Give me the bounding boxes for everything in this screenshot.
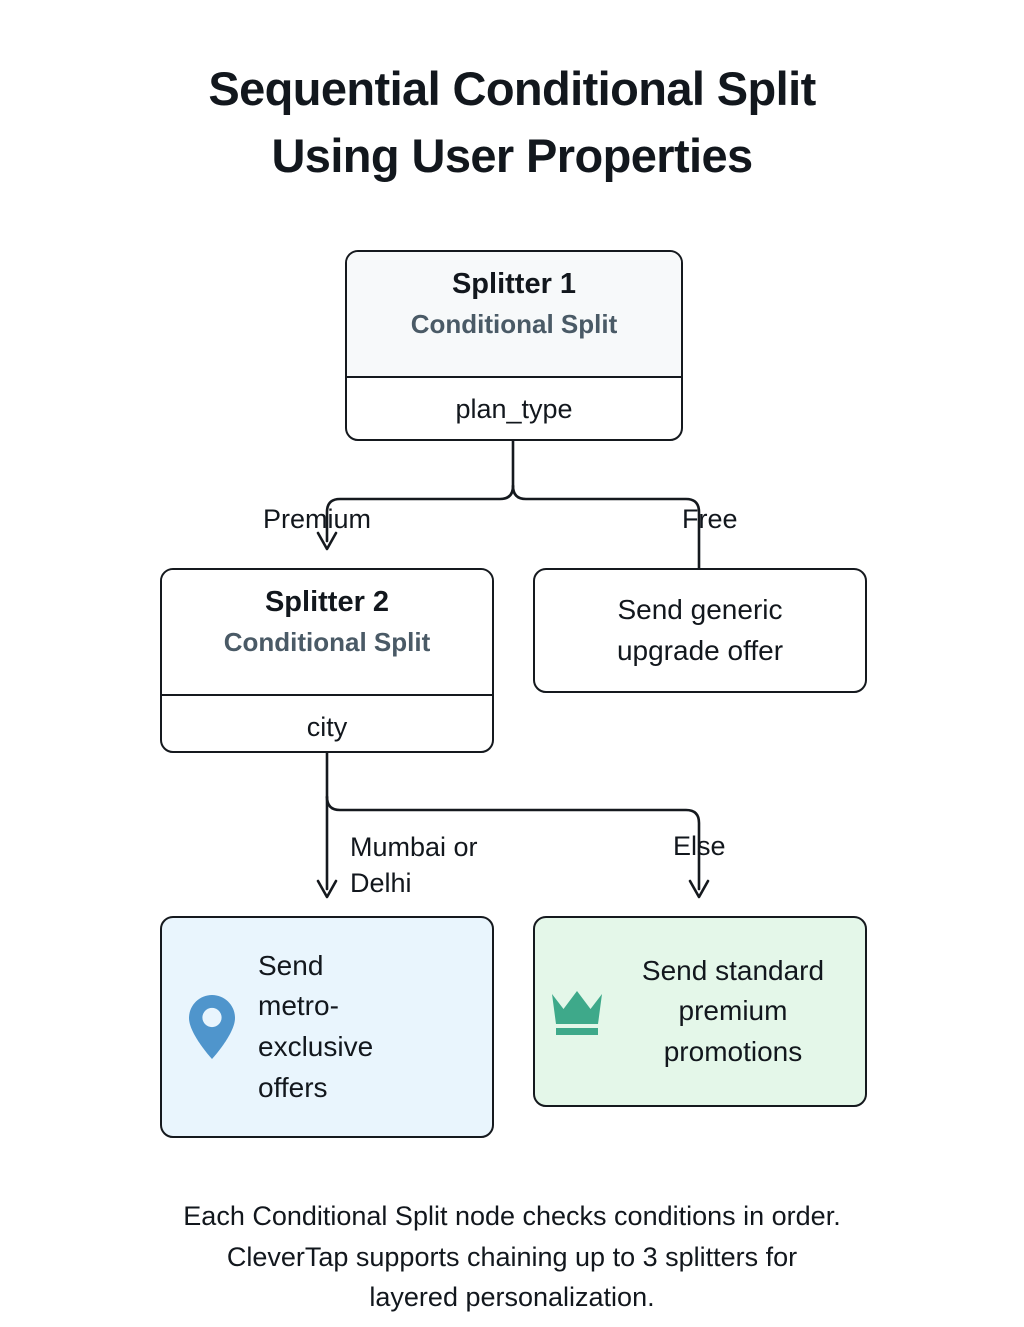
title-line-2: Using User Properties: [271, 128, 753, 182]
splitter-2-property: city: [306, 712, 348, 742]
edge-label-free: Free: [682, 504, 738, 534]
edge-label-else: Else: [673, 831, 726, 861]
node-generic-upgrade-offer[interactable]: Send generic upgrade offer: [533, 568, 867, 693]
arrowhead-else: [688, 879, 710, 899]
generic-upgrade-offer-label: Send generic upgrade offer: [616, 594, 784, 666]
page-title: Sequential Conditional Split Using User …: [0, 56, 1024, 189]
node-standard-premium-promotions[interactable]: Send standard premium promotions: [533, 916, 867, 1107]
footer-caption: Each Conditional Split node checks condi…: [0, 1196, 1024, 1318]
edge-label-mumbai-or-delhi: Mumbai or Delhi: [350, 832, 478, 898]
edge-label-premium: Premium: [263, 504, 372, 534]
title-line-1: Sequential Conditional Split: [208, 62, 816, 115]
splitter-2-header: Splitter 2 Conditional Split: [162, 570, 492, 696]
node-splitter-1[interactable]: Splitter 1 Conditional Split plan_type: [345, 250, 683, 441]
caption-line-3: layered personalization.: [369, 1282, 655, 1312]
splitter-1-header: Splitter 1 Conditional Split: [347, 252, 681, 378]
caption-line-2: CleverTap supports chaining up to 3 spli…: [226, 1241, 798, 1272]
node-splitter-2[interactable]: Splitter 2 Conditional Split city: [160, 568, 494, 753]
splitter-1-type: Conditional Split: [410, 309, 618, 340]
splitter-1-name: Splitter 1: [451, 268, 577, 300]
crown-icon: [549, 986, 605, 1038]
splitter-2-name: Splitter 2: [264, 586, 390, 618]
location-pin-icon: [184, 991, 240, 1063]
caption-line-1: Each Conditional Split node checks condi…: [183, 1201, 841, 1231]
edge-splitter1-free: [511, 484, 701, 570]
metro-exclusive-offers-label: Send metro- exclusive offers: [258, 949, 374, 1103]
splitter-1-property: plan_type: [455, 394, 573, 424]
arrowhead-mumbai: [316, 879, 338, 899]
standard-premium-promotions-label: Send standard premium promotions: [641, 954, 825, 1067]
splitter-2-type: Conditional Split: [223, 627, 431, 658]
node-metro-exclusive-offers[interactable]: Send metro- exclusive offers: [160, 916, 494, 1138]
